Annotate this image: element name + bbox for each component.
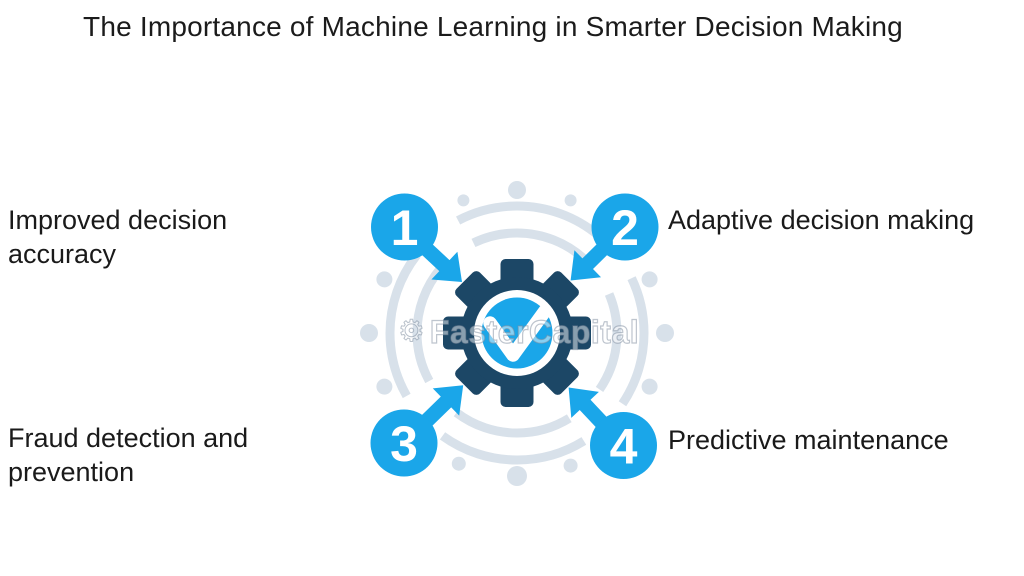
page-title: The Importance of Machine Learning in Sm… (83, 11, 903, 42)
gear-checkmark-icon (443, 259, 591, 407)
decorative-dots (360, 181, 674, 486)
decorative-rings (385, 201, 649, 465)
step-1-label: Improved decision accuracy (8, 205, 228, 269)
step-3-label: Fraud detection and prevention (8, 423, 249, 487)
step-1-badge: 1 (371, 193, 438, 261)
step-4-badge: 4 (590, 412, 657, 479)
step-4-label: Predictive maintenance (668, 425, 949, 455)
machine-learning-gear-diagram: 1 2 3 4 (360, 181, 674, 486)
svg-text:1: 1 (391, 200, 419, 256)
checkmark-icon (483, 304, 552, 362)
step-3-badge: 3 (370, 409, 438, 477)
svg-text:4: 4 (610, 419, 638, 475)
svg-text:3: 3 (390, 416, 418, 472)
step-2-label: Adaptive decision making (668, 205, 975, 235)
step-badges: 1 2 3 4 (370, 193, 659, 479)
step-2-badge: 2 (591, 193, 659, 261)
svg-text:2: 2 (611, 200, 639, 256)
